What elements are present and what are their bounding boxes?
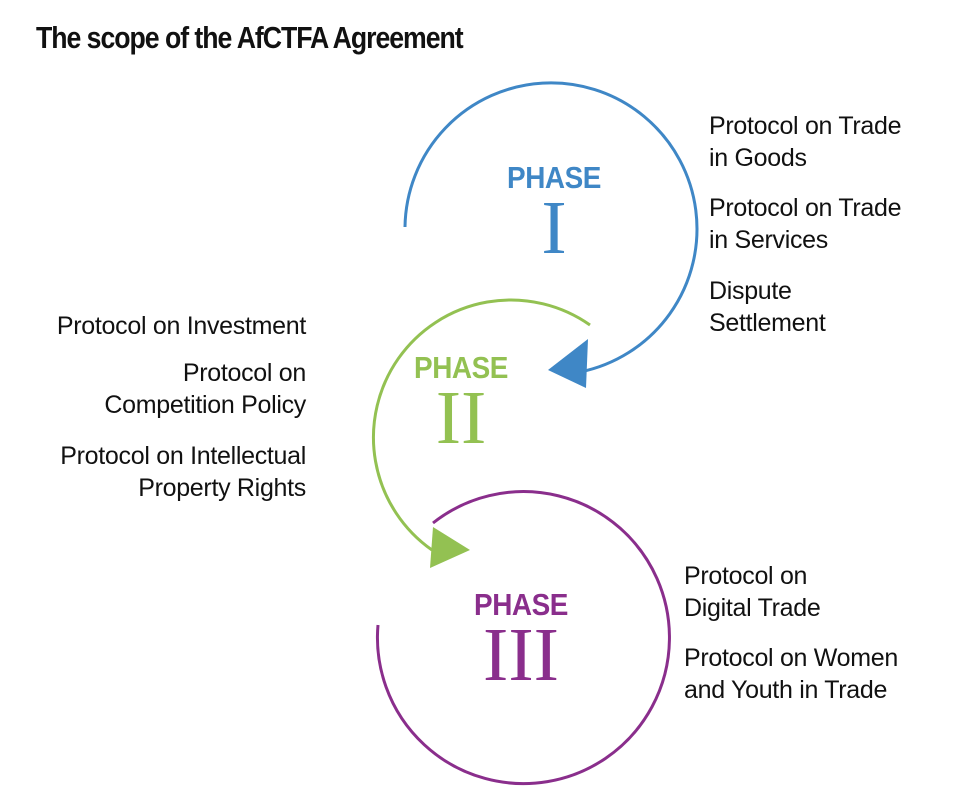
phase-2-label: PHASE: [414, 350, 508, 385]
phase-2-item-investment: Protocol on Investment: [56, 312, 306, 340]
phase-2-numeral: II: [435, 376, 487, 460]
diagram-title: The scope of the AfCTFA Agreement: [36, 20, 464, 55]
phase-1-arrowhead: [548, 339, 588, 388]
phase-1-label: PHASE: [507, 160, 601, 195]
phase-3-item-women-youth: Protocol on Women and Youth in Trade: [684, 644, 898, 704]
phase-2-item-intellectual-property: Protocol on Intellectual Property Rights: [60, 442, 306, 502]
phase-1-item-dispute-settlement: Dispute Settlement: [709, 277, 826, 337]
phase-1-item-trade-services: Protocol on Trade in Services: [709, 194, 902, 254]
phase-1-numeral: I: [541, 186, 567, 270]
phase-3-arc: [375, 490, 671, 786]
phase-2-arc: [372, 298, 591, 552]
phase-1-item-trade-goods: Protocol on Trade in Goods: [709, 112, 902, 172]
phase-3-label: PHASE: [474, 587, 568, 622]
phase-1-arc: [403, 81, 699, 374]
phase-3-item-digital-trade: Protocol on Digital Trade: [684, 562, 821, 622]
phase-2-item-competition-policy: Protocol on Competition Policy: [104, 359, 306, 419]
phase-2-arrowhead: [430, 527, 470, 568]
phase-3-numeral: III: [483, 613, 559, 697]
